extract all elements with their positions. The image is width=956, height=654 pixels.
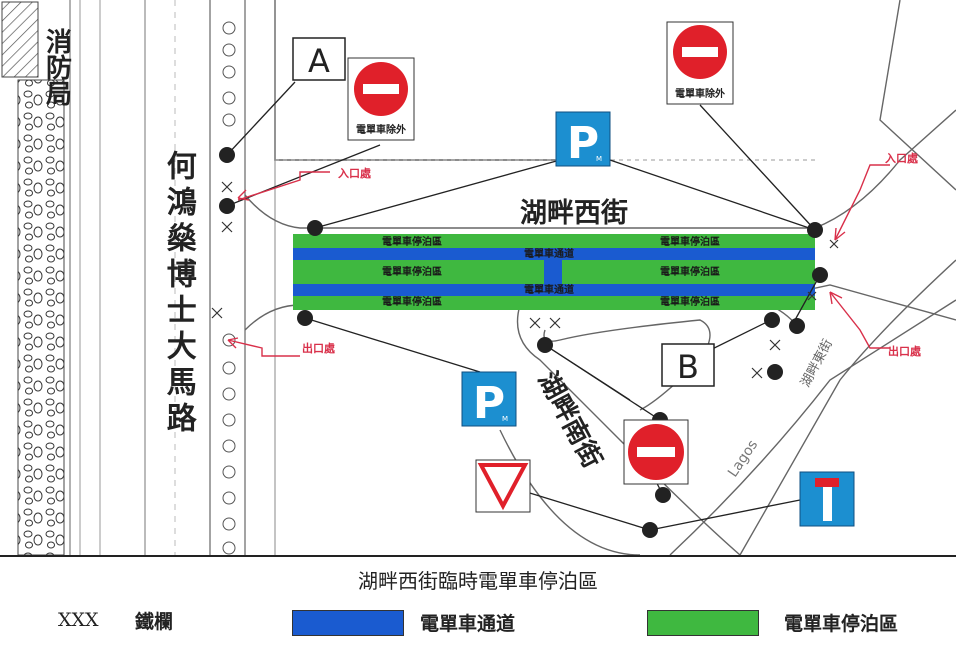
svg-text:M: M [502, 415, 508, 423]
yield-sign [475, 459, 531, 513]
channel-connector [544, 248, 562, 296]
barrier-marks [211, 181, 839, 379]
entrance-label: 入口處 [885, 151, 919, 165]
svg-text:A: A [308, 42, 330, 80]
channel-swatch [292, 610, 404, 636]
hatched-wall [1, 1, 39, 78]
lane-label: 電單車停泊區 [660, 235, 720, 248]
lane-label: 電單車停泊區 [382, 295, 442, 308]
barrier-symbol: XXX [58, 609, 99, 631]
svg-text:P: P [567, 118, 599, 169]
legend: 湖畔西街臨時電單車停泊區 XXX 鐵欄 電單車通道 電單車停泊區 [0, 555, 956, 654]
svg-text:M: M [596, 155, 602, 163]
parking-lane-top [293, 234, 815, 248]
dead-end-sign [799, 471, 855, 527]
fire-station-label: 消防局 [41, 28, 72, 106]
leader-lines [226, 81, 821, 531]
east-street-name: 湖畔東街 [797, 336, 836, 389]
svg-text:電單車除外: 電單車除外 [356, 123, 406, 136]
barrier-label: 鐵欄 [135, 611, 174, 633]
lane-label: 電單車通道 [524, 283, 574, 296]
west-street-name: 湖畔西街 [520, 198, 628, 229]
svg-text:B: B [677, 348, 699, 386]
parking-swatch [647, 610, 759, 636]
lane-label: 電單車停泊區 [382, 265, 442, 278]
lagos-label: Lagos [725, 437, 761, 480]
lane-label: 電單車停泊區 [382, 235, 442, 248]
no-entry-sign-right: 電單車除外 [666, 21, 734, 105]
svg-text:P: P [473, 378, 505, 429]
main-road-label: 何鴻燊博士大馬路 [160, 150, 196, 438]
legend-title: 湖畔西街臨時電單車停泊區 [358, 569, 598, 593]
south-street-name: 湖畔南街 [532, 367, 607, 473]
stone-wall [17, 79, 65, 556]
tree-row [222, 21, 236, 555]
lane-label: 電單車停泊區 [660, 295, 720, 308]
entrance-label: 入口處 [338, 166, 372, 180]
exit-label: 出口處 [888, 344, 922, 358]
parking-label: 電單車停泊區 [784, 613, 899, 635]
sign-b: B [661, 343, 715, 387]
sign-a: A [292, 37, 346, 81]
parking-sign-top: P M [555, 111, 611, 169]
no-entry-sign-left: 電單車除外 [347, 57, 415, 141]
lane-label: 電單車通道 [524, 247, 574, 260]
lane-label: 電單車停泊區 [660, 265, 720, 278]
parking-sign-bottom: P M [461, 371, 517, 429]
parking-area [293, 234, 815, 310]
parking-lane-bottom [293, 296, 815, 310]
channel-label: 電單車通道 [420, 613, 516, 635]
no-entry-sign-south [623, 419, 689, 485]
exit-label: 出口處 [302, 341, 336, 355]
entry-exit-arrows [227, 164, 890, 357]
svg-text:電單車除外: 電單車除外 [675, 87, 725, 100]
